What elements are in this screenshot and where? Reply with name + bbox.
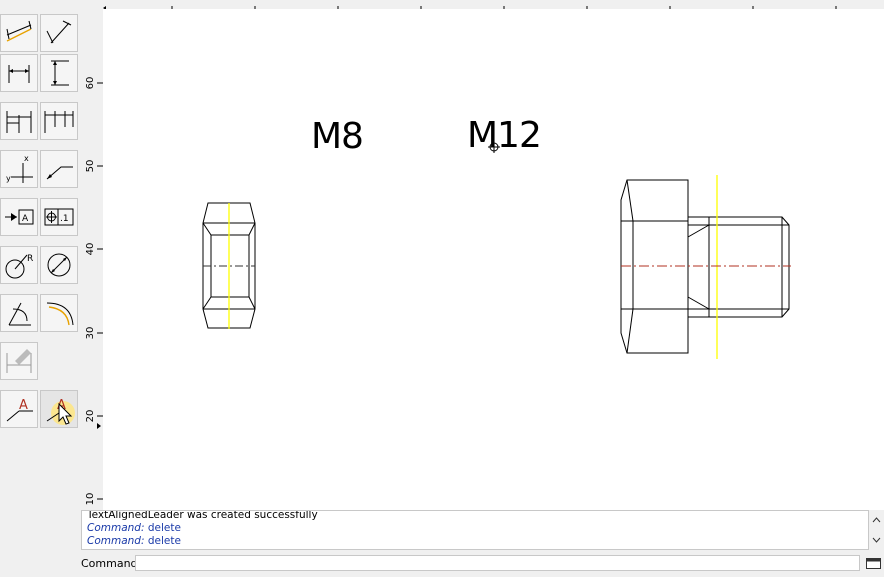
ordinate-x-glyph: x (24, 154, 29, 163)
history-line-1: TextAlignedLeader was created successful… (87, 510, 318, 521)
tol-value-glyph: .1 (60, 214, 69, 224)
radial-r-glyph: R (27, 254, 33, 264)
dim-aligned-button[interactable] (0, 14, 38, 52)
ordinate-y-glyph: y (6, 174, 11, 183)
dim-radial-icon: R (5, 254, 33, 279)
label-m12[interactable]: M12 (467, 115, 542, 156)
dim-edit-icon (6, 349, 32, 373)
dim-baseline-button[interactable] (0, 102, 38, 140)
dim-continue-icon (44, 111, 74, 133)
dim-diametric-button[interactable] (40, 246, 78, 284)
ruler-tick-50: 50 (85, 160, 96, 173)
label-m8[interactable]: M8 (311, 116, 364, 157)
ruler-tick-40: 40 (85, 243, 96, 256)
tolerance-frame-icon: .1 (44, 208, 74, 226)
dim-arc-button[interactable] (40, 294, 78, 332)
ruler-tick-10: 10 (85, 493, 96, 506)
datum-feature-icon: A (5, 209, 34, 225)
dim-leader-button[interactable] (40, 150, 78, 188)
command-window-icon[interactable] (865, 555, 882, 572)
horizontal-ruler (103, 0, 884, 15)
scroll-down-icon[interactable] (872, 537, 881, 543)
snap-crosshair-icon (488, 141, 500, 153)
drawing-canvas[interactable]: M8 M12 (103, 9, 884, 510)
dim-horizontal-button[interactable] (0, 54, 38, 92)
dim-radial-button[interactable]: R (0, 246, 38, 284)
dim-diametric-icon (47, 253, 71, 277)
text-a-glyph: A (19, 398, 28, 413)
dim-angular-button[interactable] (0, 294, 38, 332)
dim-vertical-button[interactable] (40, 54, 78, 92)
dim-baseline-icon (6, 111, 32, 133)
dim-vertical-icon (51, 60, 69, 86)
scroll-up-icon[interactable] (872, 517, 881, 523)
history-scrollbar[interactable] (869, 510, 884, 550)
text-leader-icon: A (6, 398, 33, 422)
history-line-2: Command: delete (87, 522, 181, 534)
text-a-glyph-aligned: A (57, 398, 66, 413)
dim-leader-icon (46, 166, 73, 180)
dim-angular-icon (8, 302, 31, 326)
dim-angular-leader-button[interactable] (40, 14, 78, 52)
ruler-tick-30: 30 (85, 327, 96, 340)
text-leader-button[interactable]: A (0, 390, 38, 428)
ruler-tick-60: 60 (85, 77, 96, 90)
command-label: Command: (81, 557, 142, 570)
tolerance-frame-button[interactable]: .1 (40, 198, 78, 236)
m12-bolt-drawing (620, 179, 790, 354)
vertical-ruler: 60 50 40 30 20 10 (81, 0, 104, 510)
datum-a-glyph: A (22, 214, 29, 224)
dim-arc-icon (46, 302, 74, 326)
dim-continue-button[interactable] (40, 102, 78, 140)
command-bar: Command: (81, 551, 884, 577)
dim-ordinate-icon: xy (6, 154, 33, 183)
dim-aligned-icon (6, 20, 32, 42)
history-line-3: Command: delete (87, 535, 181, 547)
command-input[interactable] (135, 555, 860, 571)
ruler-tick-20: 20 (85, 410, 96, 423)
command-history: TextAlignedLeader was created successful… (81, 510, 869, 550)
mouse-cursor-icon (58, 403, 73, 425)
datum-feature-button[interactable]: A (0, 198, 38, 236)
dim-angular-leader-icon (46, 20, 72, 44)
dim-horizontal-icon (8, 65, 30, 83)
dim-edit-button[interactable] (0, 342, 38, 380)
